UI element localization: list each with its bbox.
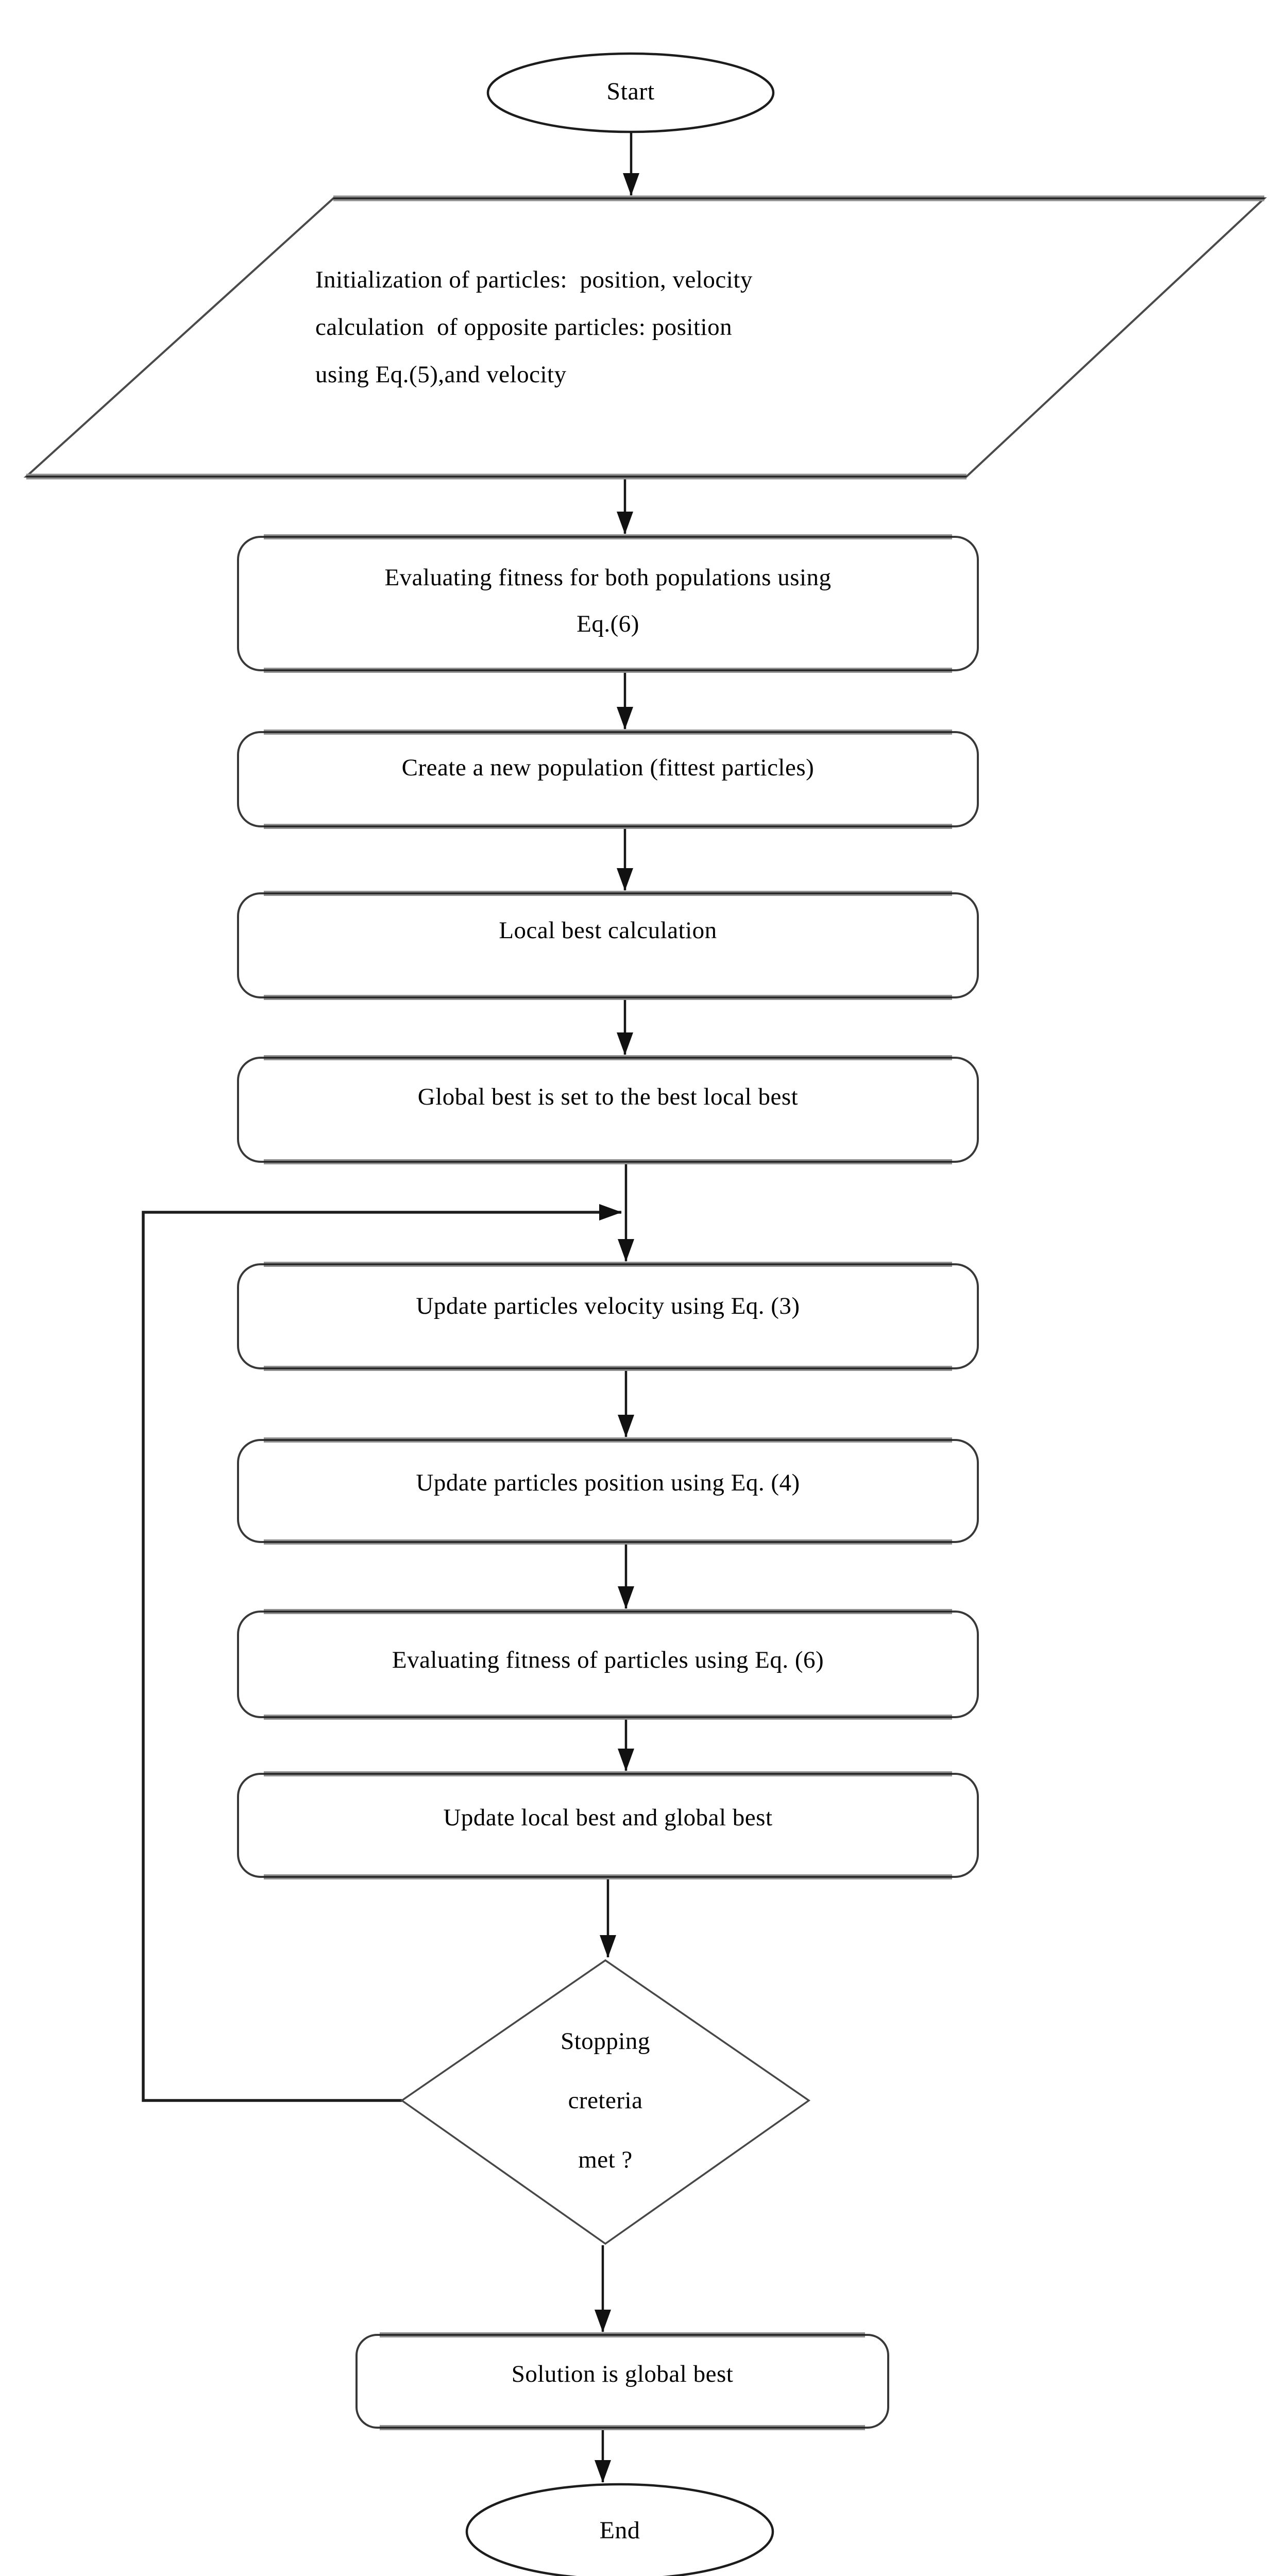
stopping-decision-shape	[400, 1959, 811, 2245]
node-label-eval-particles: Evaluating fitness of particles using Eq…	[392, 1647, 824, 1673]
node-label-init: Initialization of particles: position, v…	[315, 266, 753, 388]
end-terminator-shape	[465, 2483, 774, 2576]
node-label-stopping: Stopping creteria met ?	[561, 2028, 650, 2173]
node-label-local-best: Local best calculation	[499, 917, 717, 944]
node-label-start: Start	[606, 78, 655, 105]
node-label-eval-both: Evaluating fitness for both populations …	[384, 564, 832, 637]
node-label-update-position: Update particles position using Eq. (4)	[416, 1469, 800, 1496]
start-terminator-shape	[486, 52, 775, 133]
node-label-update-velocity: Update particles velocity using Eq. (3)	[416, 1293, 800, 1319]
process-box-group	[237, 536, 979, 2429]
process-box-edge-cores	[264, 536, 952, 2429]
node-label-global-best: Global best is set to the best local bes…	[417, 1083, 799, 1110]
node-label-create-pop: Create a new population (fittest particl…	[401, 754, 815, 781]
loopback-line-stopping-to-updatevelocity	[142, 1204, 622, 2102]
node-label-update-best: Update local best and global best	[443, 1804, 773, 1831]
node-label-solution: Solution is global best	[511, 2361, 734, 2387]
node-label-end: End	[599, 2517, 640, 2544]
localbest-box-shape	[237, 892, 979, 998]
